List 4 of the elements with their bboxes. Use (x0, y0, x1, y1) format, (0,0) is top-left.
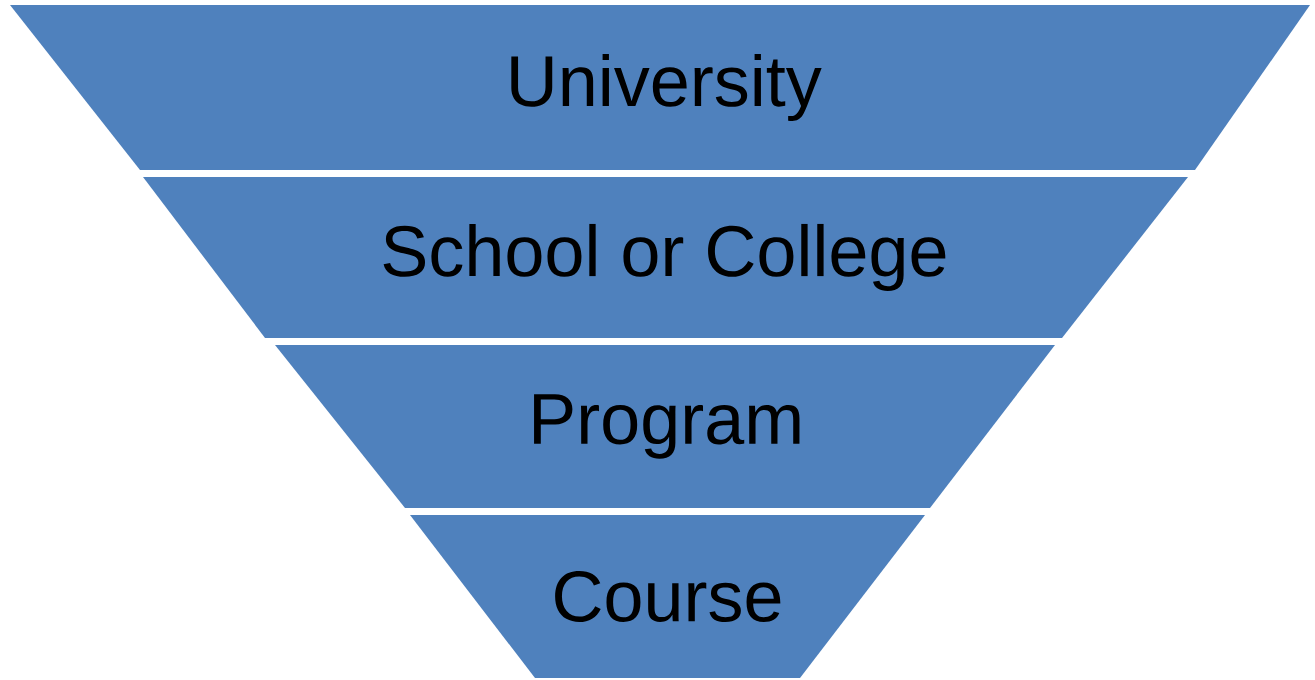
funnel-band: Course (410, 515, 925, 678)
funnel-band: School or College (143, 177, 1188, 338)
funnel-band: Program (275, 345, 1055, 508)
funnel-band: University (10, 5, 1310, 170)
